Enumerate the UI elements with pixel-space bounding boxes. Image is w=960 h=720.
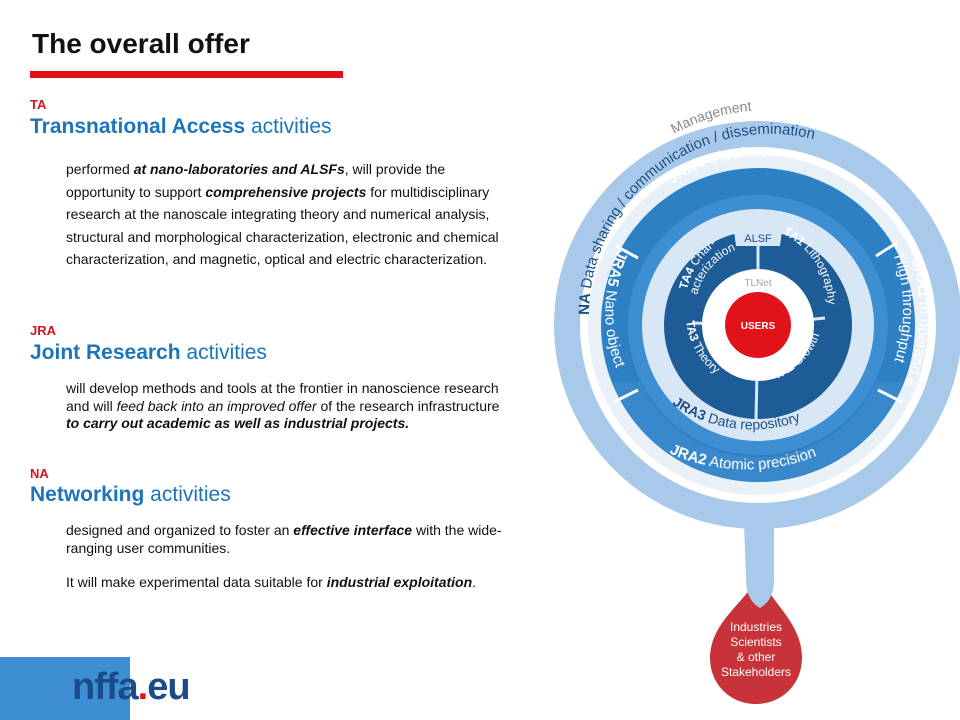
jra-heading: Joint Research activities: [30, 341, 267, 364]
stakeholders-drop: [710, 572, 802, 704]
jra-tag: JRA: [30, 323, 57, 338]
na-heading: Networking activities: [30, 483, 231, 506]
drop-line-1: Industries: [730, 620, 782, 634]
ta-tag: TA: [30, 97, 47, 112]
users-label: USERS: [741, 321, 776, 332]
na-paragraph-2: It will make experimental data suitable …: [66, 574, 477, 590]
ta-heading: Transnational Access activities: [30, 115, 332, 138]
tlnet-label: TLNet: [744, 278, 771, 289]
drop-line-4: Stakeholders: [721, 665, 791, 679]
na-paragraph-1: designed and organized to foster an effe…: [66, 522, 502, 556]
alsf-label: ALSF: [744, 233, 772, 245]
title-underline: [30, 71, 343, 78]
drop-line-2: Scientists: [730, 635, 781, 649]
jra-paragraph: will develop methods and tools at the fr…: [66, 380, 500, 431]
na-tag: NA: [30, 466, 49, 481]
drop-line-3: & other: [737, 650, 776, 664]
page-title: The overall offer: [32, 28, 250, 59]
ta-paragraph: performed at nano-laboratories and ALSFs…: [66, 161, 499, 267]
users-core: [725, 292, 791, 358]
offer-diagram: NA Data sharing / communication / dissem…: [554, 98, 960, 704]
logo-background: [0, 657, 130, 720]
nffa-logo: nffa.eu: [72, 666, 191, 708]
jra2-band: [612, 382, 904, 482]
ring-stem: [744, 522, 774, 608]
